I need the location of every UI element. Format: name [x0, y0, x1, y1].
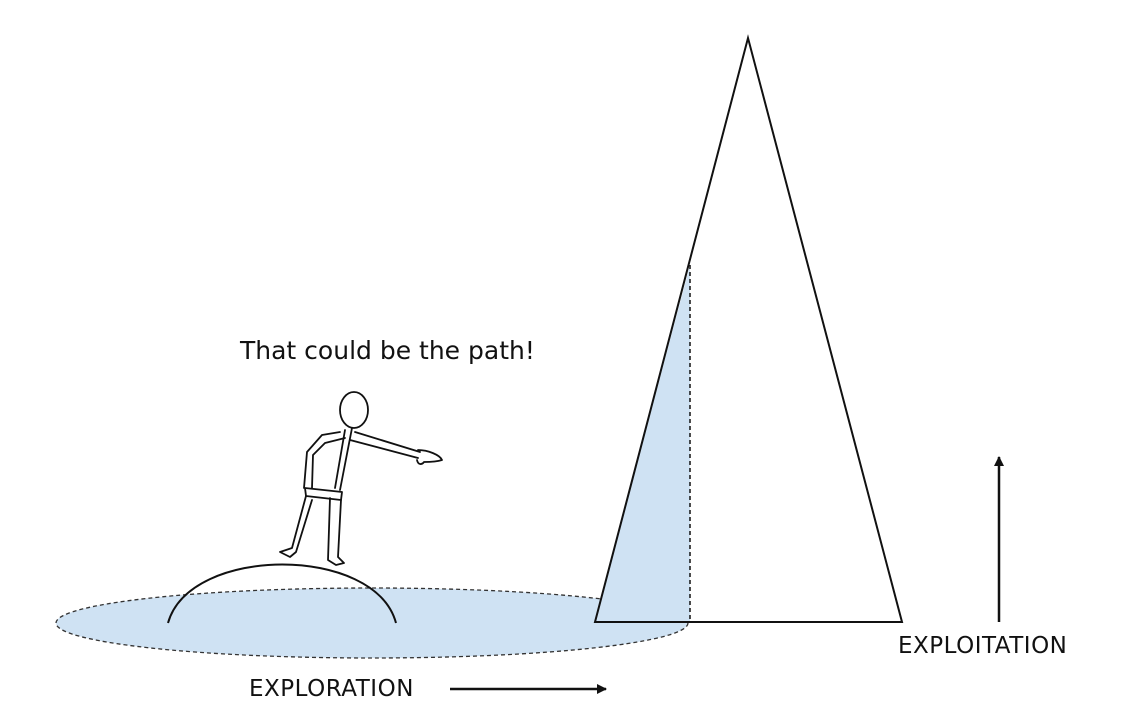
peak-triangle: [593, 34, 904, 623]
figure-right-leg: [327, 497, 345, 566]
hill-arc: [167, 563, 397, 624]
figure-hips: [304, 487, 343, 501]
figure-torso: [334, 427, 353, 491]
speech-text: That could be the path!: [240, 336, 535, 365]
figure-back-arm: [303, 431, 346, 489]
exploitation-label: EXPLOITATION: [898, 633, 1068, 659]
figure-hand: [416, 449, 443, 465]
stick-figure: [279, 391, 443, 566]
exploration-region-ellipse: [55, 587, 689, 659]
figure-pointing-arm: [349, 431, 421, 459]
figure-head: [339, 391, 369, 429]
figure-left-leg: [279, 495, 313, 558]
exploration-label: EXPLORATION: [249, 676, 414, 702]
